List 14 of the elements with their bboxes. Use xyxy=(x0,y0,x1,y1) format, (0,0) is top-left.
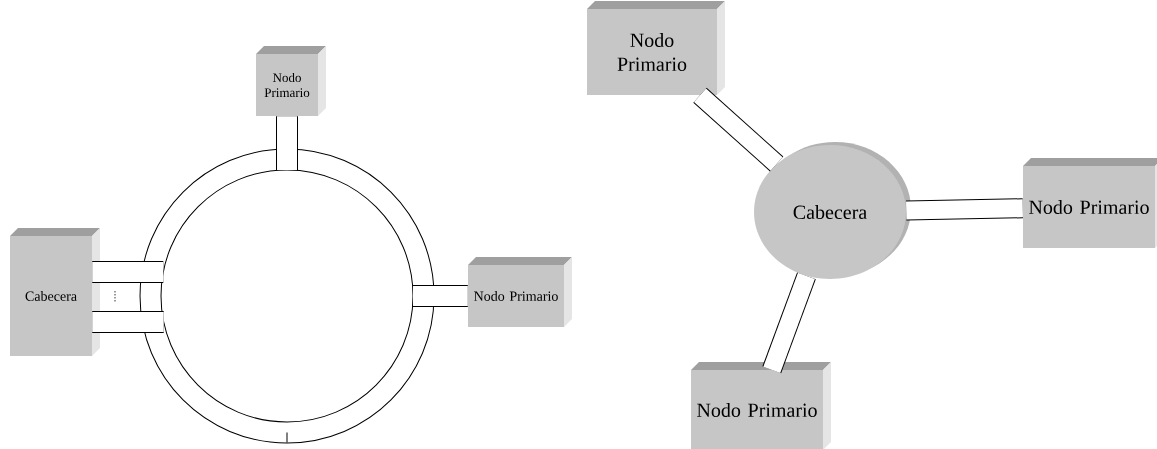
double-line-connector xyxy=(276,116,298,170)
double-line-connector xyxy=(92,311,164,333)
double-line-connector xyxy=(905,198,1023,221)
node-box: Nodo Primario xyxy=(256,46,326,116)
double-line-connector xyxy=(92,261,164,283)
double-line-connector xyxy=(693,87,784,172)
double-line-connector xyxy=(413,285,468,307)
node-box: Nodo Primario xyxy=(691,362,831,449)
node-box: Nodo Primario xyxy=(468,257,572,327)
node-box: Nodo Primario xyxy=(1023,158,1157,248)
node-box: Cabecera xyxy=(10,228,100,356)
node-box: Nodo Primario xyxy=(587,1,725,95)
ring xyxy=(139,148,435,444)
double-line-connector xyxy=(762,272,816,374)
